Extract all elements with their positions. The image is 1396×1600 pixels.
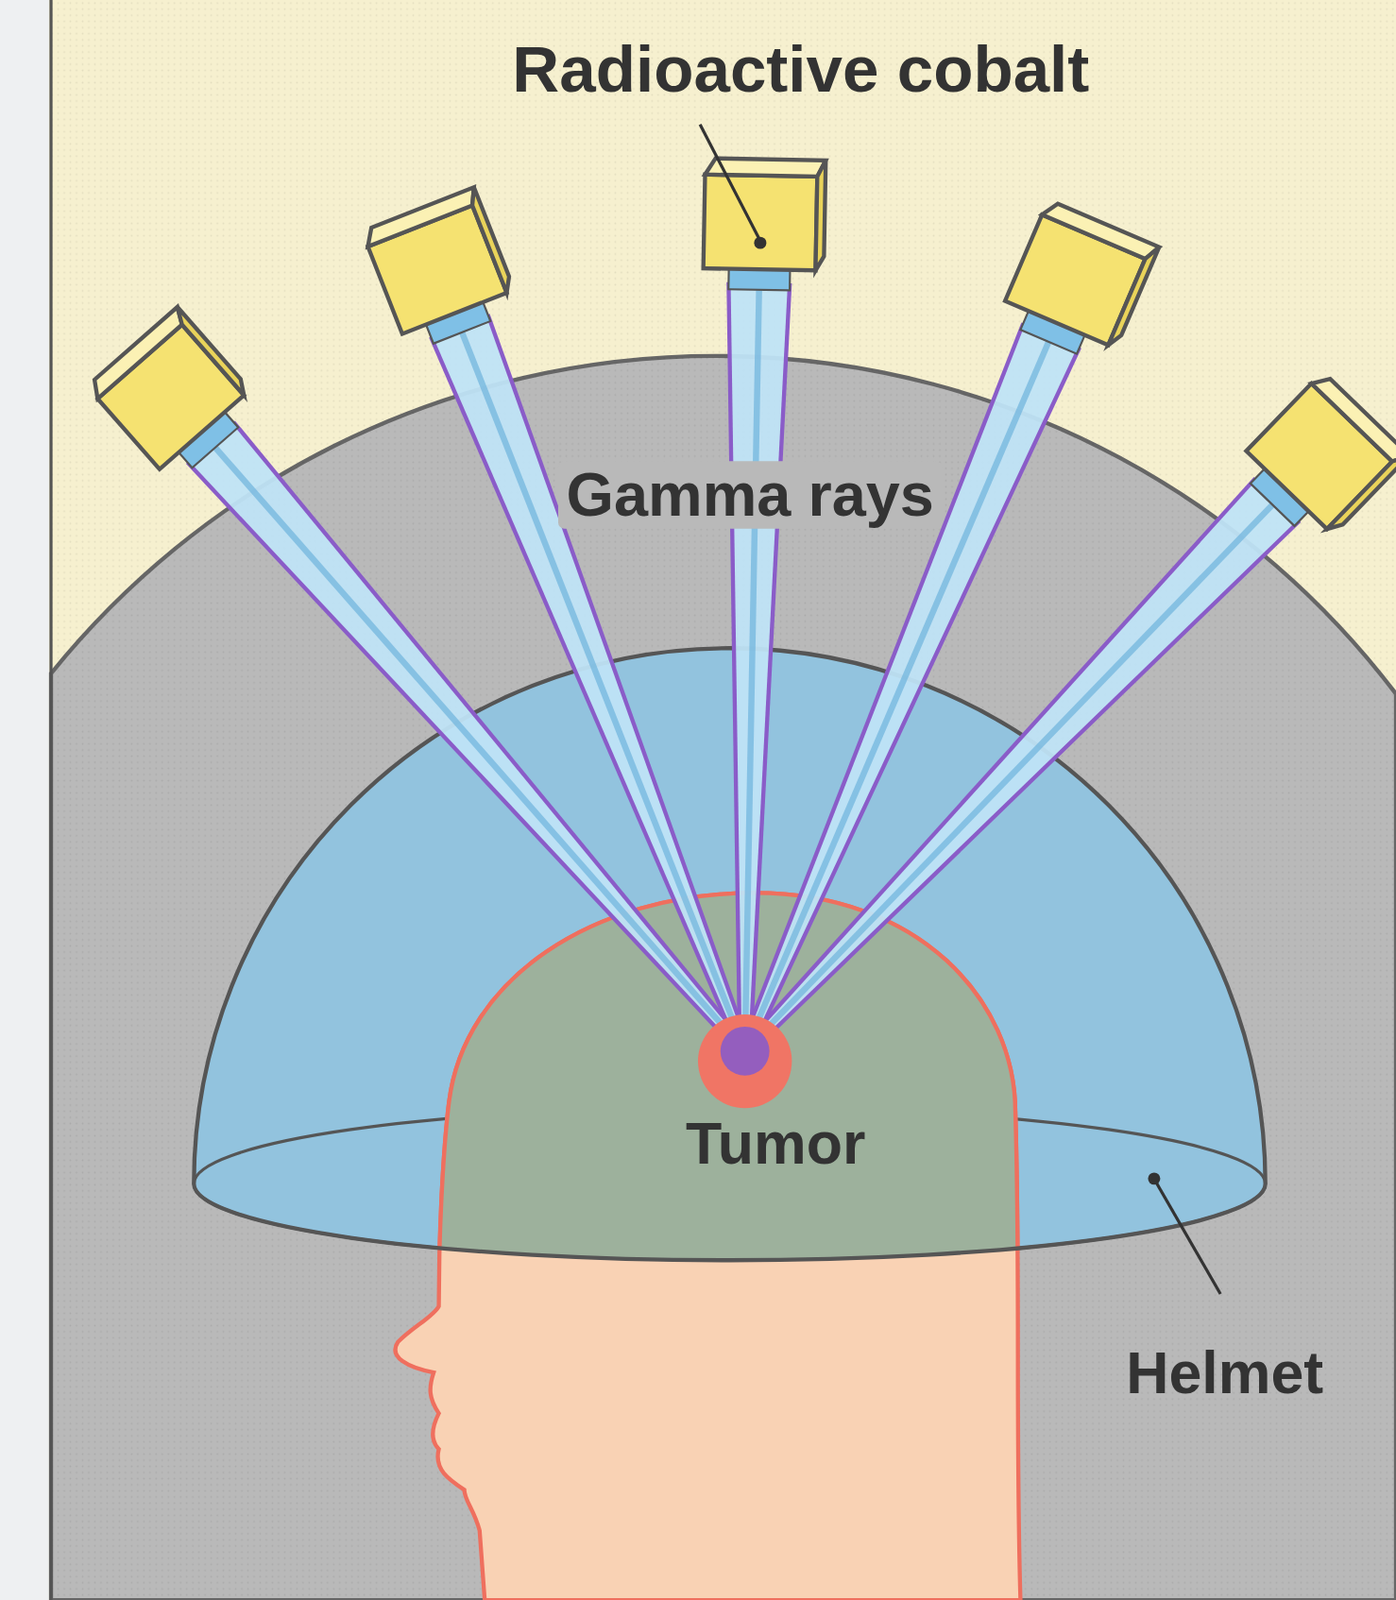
leader-dot — [753, 237, 767, 250]
cobalt-box — [1245, 383, 1393, 529]
cobalt-source — [86, 306, 264, 485]
helmet-outline — [193, 647, 1265, 1260]
beam-edge — [728, 282, 740, 1052]
beam-edge — [749, 347, 1080, 1054]
gamma-beam — [741, 477, 1300, 1055]
background — [51, 0, 1396, 1600]
cobalt-sources — [86, 157, 1396, 549]
texture — [51, 0, 1396, 1600]
cobalt-box — [703, 174, 818, 272]
cobalt-box — [97, 324, 244, 470]
leader-dot — [1147, 1172, 1160, 1185]
beam-edge — [741, 477, 1256, 1048]
tumor — [698, 1014, 792, 1108]
beam-edge — [187, 462, 742, 1056]
cobalt-box-side — [815, 160, 826, 272]
left-margin — [0, 0, 50, 1600]
beam-core — [745, 282, 760, 1052]
beam-core — [745, 335, 1052, 1052]
gamma-beam — [728, 282, 790, 1052]
cobalt-box-side — [170, 306, 250, 395]
cobalt-source — [702, 157, 826, 291]
cobalt-box-top — [361, 187, 480, 247]
cobalt-box-top — [1310, 372, 1396, 468]
cobalt-box-side — [1107, 243, 1159, 349]
part-label: Gamma rays — [558, 460, 942, 528]
cobalt-source — [997, 199, 1160, 367]
leader-line — [1155, 1180, 1221, 1294]
cobalt-box-top — [1041, 199, 1159, 262]
beam-focus — [720, 1026, 770, 1076]
part-label: Radioactive cobalt — [511, 34, 1090, 106]
gamma-beam — [430, 314, 750, 1054]
beam-core — [459, 325, 745, 1052]
beam-edge — [487, 314, 750, 1050]
gamma-beams — [187, 282, 1299, 1056]
cobalt-box-side — [1327, 449, 1396, 535]
part-label: Tumor — [685, 1109, 866, 1175]
cobalt-source — [361, 187, 522, 353]
beam-edge — [740, 323, 1024, 1049]
beam-core — [210, 442, 746, 1052]
beam-edge — [430, 337, 740, 1054]
beam-core — [745, 499, 1278, 1052]
cobalt-box-top — [86, 306, 188, 399]
part-label: Helmet — [1125, 1340, 1324, 1406]
cobalt-source — [1231, 372, 1396, 550]
beam-edge — [749, 520, 1300, 1055]
border-line — [49, 0, 52, 1600]
cobalt-box-side — [466, 187, 515, 293]
leader-line — [699, 124, 761, 241]
gamma-beam — [740, 323, 1080, 1054]
